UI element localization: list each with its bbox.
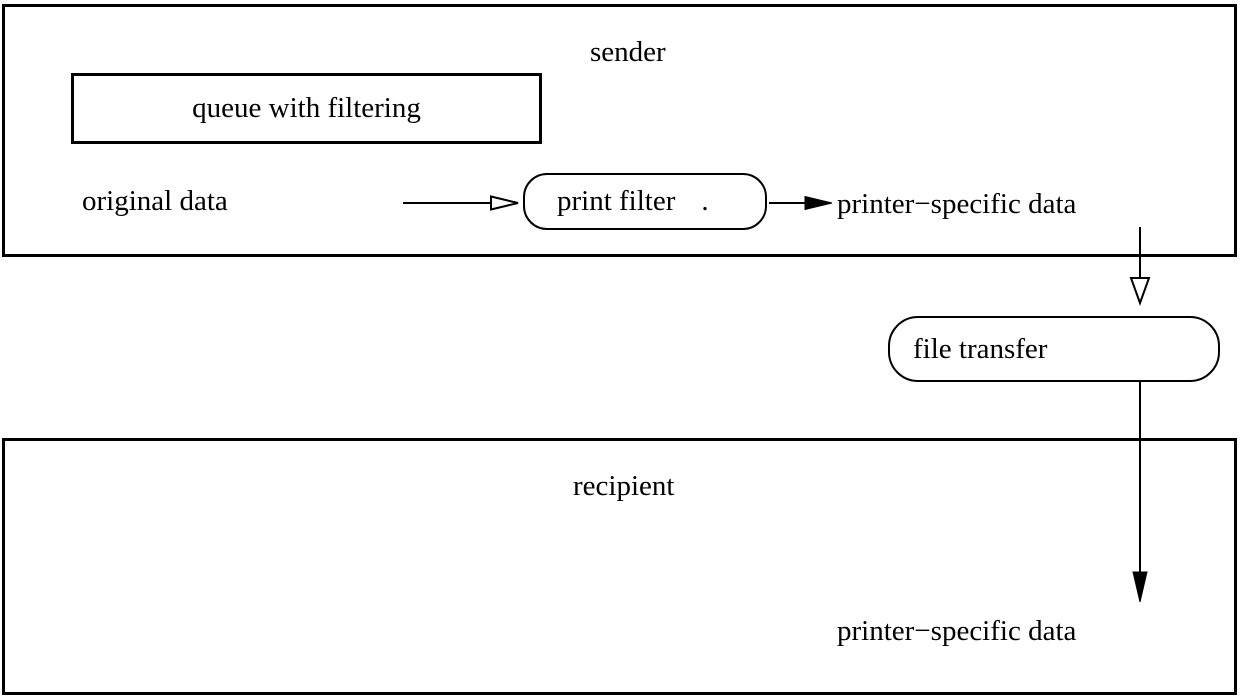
sender-label: sender xyxy=(590,36,666,68)
file-transfer-node: file transfer xyxy=(888,316,1220,382)
print-filter-label: print filter xyxy=(557,185,676,217)
queue-with-filtering-label: queue with filtering xyxy=(192,92,421,124)
original-data-label: original data xyxy=(82,185,228,217)
file-transfer-label: file transfer xyxy=(913,332,1048,365)
printer-specific-data-bottom-label: printer−specific data xyxy=(837,615,1077,647)
recipient-box: recipient printer−specific data xyxy=(2,438,1237,695)
print-filter-dot: . xyxy=(701,185,709,217)
recipient-label: recipient xyxy=(573,470,675,502)
printer-specific-data-top-label: printer−specific data xyxy=(837,188,1077,220)
print-filter-node: print filter . xyxy=(523,173,767,230)
sender-box: sender queue with filtering original dat… xyxy=(2,4,1237,257)
queue-with-filtering-box: queue with filtering xyxy=(71,73,542,144)
